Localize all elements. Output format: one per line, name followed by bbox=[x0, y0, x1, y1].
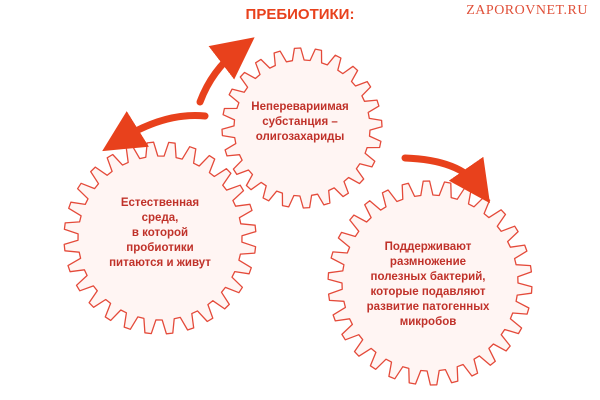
site-watermark: ZAPOROVNET.RU bbox=[466, 3, 588, 18]
gear-top-label: Неперевариимая субстанция – олигозахарид… bbox=[251, 101, 349, 143]
arrow-up-right bbox=[196, 37, 255, 106]
gear-right-label: Поддерживают размножение полезных бактер… bbox=[366, 241, 490, 328]
gear-left-label: Естественная среда, в которой пробиотики… bbox=[109, 197, 211, 269]
gear-top-outline bbox=[221, 47, 383, 209]
arrow-left-up bbox=[102, 111, 209, 152]
gear-right-outline bbox=[327, 180, 533, 386]
page-title: ПРЕБИОТИКИ: bbox=[245, 6, 355, 23]
arrow-right-down bbox=[401, 154, 490, 204]
gear-left-outline bbox=[63, 141, 257, 335]
